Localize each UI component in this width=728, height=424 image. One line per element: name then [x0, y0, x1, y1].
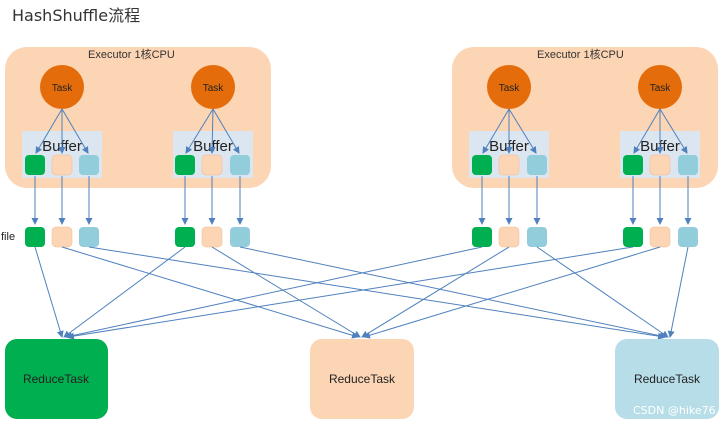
reduce-task-box: [615, 339, 719, 419]
task-node: [40, 65, 84, 109]
buffer-partition-peach: [649, 154, 671, 176]
watermark: CSDN @hike76: [633, 404, 716, 417]
reduce-task-1: ReduceTask: [5, 339, 108, 419]
buffer-partition-green: [175, 155, 195, 175]
file-peach: [498, 226, 520, 248]
buffer-partition-blue: [230, 155, 250, 175]
task-to-buffer-arrow: [508, 108, 537, 154]
executor-1-label: Executor 1核CPU: [88, 47, 175, 61]
task-label: Task: [203, 83, 225, 94]
executor-2-label: Executor 1核CPU: [537, 47, 624, 61]
reduce-task-box: [5, 339, 108, 419]
buffer-partition-blue: [678, 155, 698, 175]
task-to-buffer-arrow: [208, 108, 216, 154]
shuffle-arrows: [34, 246, 689, 340]
task-node: [638, 65, 682, 109]
diagram-title: HashShuffle流程: [12, 6, 140, 25]
file-blue: [678, 227, 698, 247]
shuffle-arrow: [361, 246, 510, 338]
buffer-partition-peach: [201, 154, 223, 176]
executor-1-task-1: Task Buffer: [22, 65, 102, 178]
task-to-buffer-arrow: [212, 108, 240, 154]
executor-2-task-1: Task Buffer: [469, 65, 549, 178]
file-peach: [51, 226, 73, 248]
file-peach: [649, 226, 671, 248]
file-green: [25, 227, 45, 247]
shuffle-arrow: [667, 246, 689, 338]
shuffle-arrow: [34, 246, 64, 338]
executor-2: Executor 1核CPU Task Buffer Task Buffer: [452, 47, 718, 188]
file-green: [175, 227, 195, 247]
task-to-buffer-arrow: [482, 108, 510, 154]
buffer-partition-blue: [527, 155, 547, 175]
shuffle-arrow: [61, 246, 359, 339]
task-to-buffer-arrow: [659, 108, 688, 154]
reduce-task-3: ReduceTask: [615, 339, 719, 419]
reduce-task-label: ReduceTask: [329, 372, 396, 386]
shuffle-arrow: [536, 246, 669, 338]
task-to-buffer-arrow: [61, 108, 89, 154]
executor-1-task-2: Task Buffer: [173, 65, 253, 178]
task-to-buffer-arrow: [633, 108, 661, 154]
task-node: [191, 65, 235, 109]
buffer-label: Buffer: [193, 138, 233, 155]
shuffle-arrow: [88, 246, 665, 340]
task-to-buffer-arrow: [185, 108, 214, 154]
reduce-task-2: ReduceTask: [310, 339, 414, 419]
reduce-task-box: [310, 339, 414, 419]
shuffle-arrow: [239, 246, 667, 340]
reduce-task-label: ReduceTask: [23, 372, 90, 386]
task-node: [487, 65, 531, 109]
file-blue: [230, 227, 250, 247]
buffer-partition-green: [25, 155, 45, 175]
shuffle-arrow: [63, 246, 186, 338]
task-label: Task: [650, 83, 672, 94]
shuffle-arrow: [211, 246, 361, 338]
shuffle-arrow: [65, 246, 483, 340]
task-to-buffer-arrow: [35, 108, 63, 154]
task-label: Task: [52, 83, 74, 94]
buffer-partition-peach: [498, 154, 520, 176]
executor-1: Executor 1核CPU Task Buffer Task Buffer: [5, 47, 271, 188]
file-green: [623, 227, 643, 247]
reduce-task-label: ReduceTask: [634, 372, 701, 386]
file-peach: [201, 226, 223, 248]
file-row: file: [1, 226, 698, 248]
buffer-to-file-arrows: [31, 176, 692, 225]
buffer-partition-green: [472, 155, 492, 175]
file-blue: [527, 227, 547, 247]
buffer-partition-peach: [51, 154, 73, 176]
buffer-partition-blue: [79, 155, 99, 175]
buffer-partition-green: [623, 155, 643, 175]
shuffle-arrow: [363, 246, 661, 339]
file-green: [472, 227, 492, 247]
executor-2-task-2: Task Buffer: [620, 65, 700, 178]
file-blue: [79, 227, 99, 247]
file-label: file: [1, 231, 15, 243]
shuffle-arrow: [67, 246, 634, 340]
task-label: Task: [499, 83, 521, 94]
